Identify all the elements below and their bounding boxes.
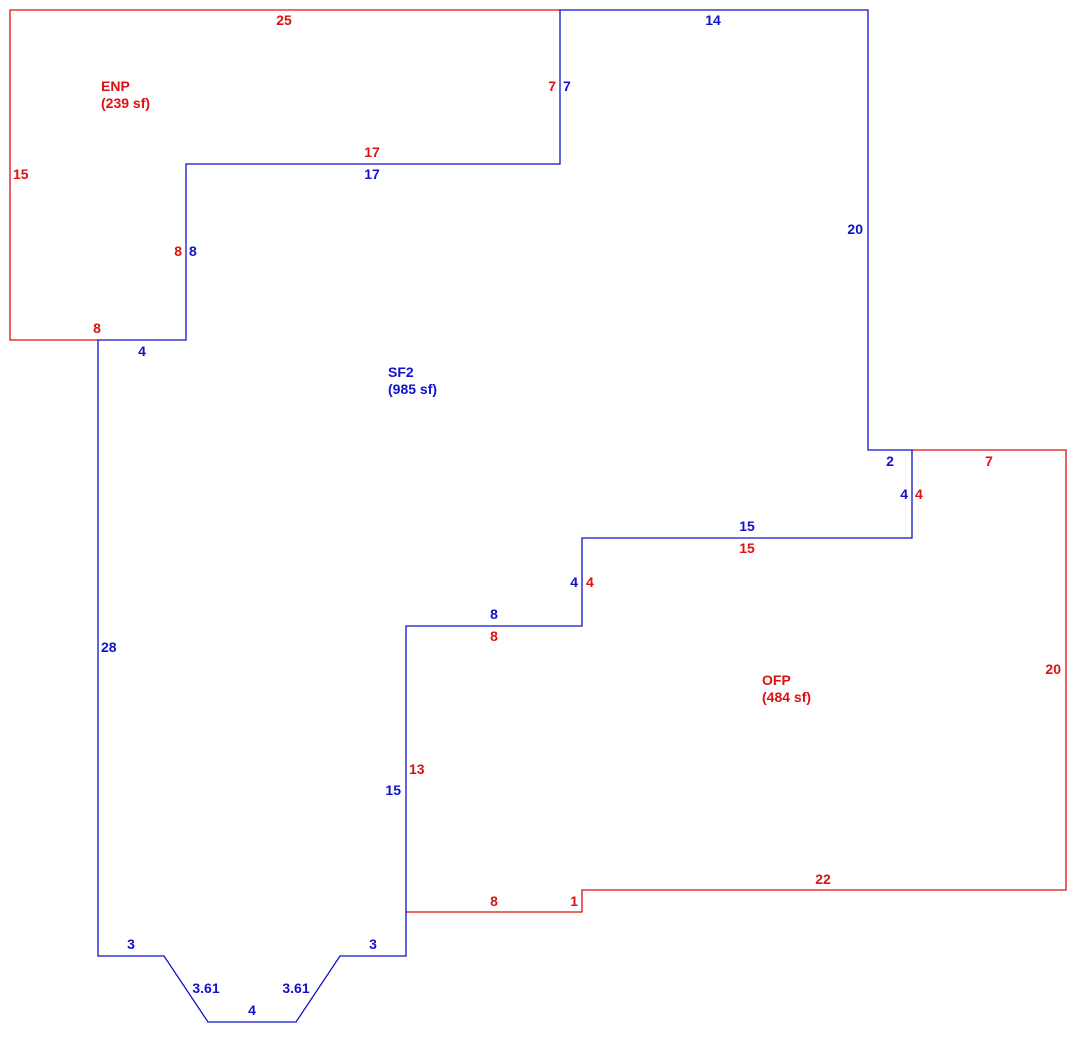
sf2-dim-right: 20 (847, 221, 863, 237)
sf2-dim-upper-step-vertical: 4 (900, 486, 908, 502)
enp-dim-left: 15 (13, 166, 29, 182)
ofp-outline (406, 449, 1067, 913)
enp-outline (9, 9, 560, 341)
sf2-dim-bay-right: 3.61 (282, 980, 309, 996)
sf2-dim-lower-vertical: 15 (385, 782, 401, 798)
sf2-dim-bay-left: 3.61 (192, 980, 219, 996)
sf2-area-size: (985 sf) (388, 381, 437, 397)
ofp-dim-right: 20 (1045, 661, 1061, 677)
sf2-dim-mid-horizontal: 15 (739, 518, 755, 534)
ofp-dim-lower-horizontal: 8 (490, 628, 498, 644)
sf2-dim-upper-step-horizontal: 2 (886, 453, 894, 469)
sf2-outline (97, 9, 913, 1023)
sf2-dim-bottom-left: 3 (127, 936, 135, 952)
enp-area-size: (239 sf) (101, 95, 150, 111)
enp-area-name: ENP (101, 78, 130, 94)
enp-dim-inner-vertical: 8 (174, 243, 182, 259)
sf2-dim-mid-vertical: 4 (570, 574, 578, 590)
sf2-dim-top: 14 (705, 12, 721, 28)
sf2-dim-inner-vertical: 8 (189, 243, 197, 259)
ofp-dim-top: 7 (985, 453, 993, 469)
enp-dim-inner-horizontal: 17 (364, 144, 380, 160)
sf2-dim-inner-horizontal: 17 (364, 166, 380, 182)
sf2-dim-bottom-right: 3 (369, 936, 377, 952)
ofp-dim-left-vertical: 13 (409, 761, 425, 777)
ofp-dim-upper-vertical: 4 (915, 486, 923, 502)
enp-dim-bottom: 8 (93, 320, 101, 336)
ofp-dim-mid-horizontal: 15 (739, 540, 755, 556)
sf2-dim-left-step: 4 (138, 343, 146, 359)
ofp-dim-bottom-right: 22 (815, 871, 831, 887)
sf2-dim-left: 28 (101, 639, 117, 655)
ofp-area-name: OFP (762, 672, 791, 688)
sf2-area-label: SF2 (985 sf) (388, 364, 437, 397)
sf2-dim-lower-horizontal: 8 (490, 606, 498, 622)
sf2-dim-bay-bottom: 4 (248, 1002, 256, 1018)
enp-area-label: ENP (239 sf) (101, 78, 150, 111)
ofp-area-size: (484 sf) (762, 689, 811, 705)
enp-dim-right-upper: 7 (548, 78, 556, 94)
sf2-area-name: SF2 (388, 364, 414, 380)
ofp-dim-bottom-step: 1 (570, 893, 578, 909)
ofp-dim-bottom-left: 8 (490, 893, 498, 909)
enp-dim-top: 25 (276, 12, 292, 28)
ofp-dim-mid-vertical: 4 (586, 574, 594, 590)
sf2-dim-top-left-vertical: 7 (563, 78, 571, 94)
ofp-area-label: OFP (484 sf) (762, 672, 811, 705)
